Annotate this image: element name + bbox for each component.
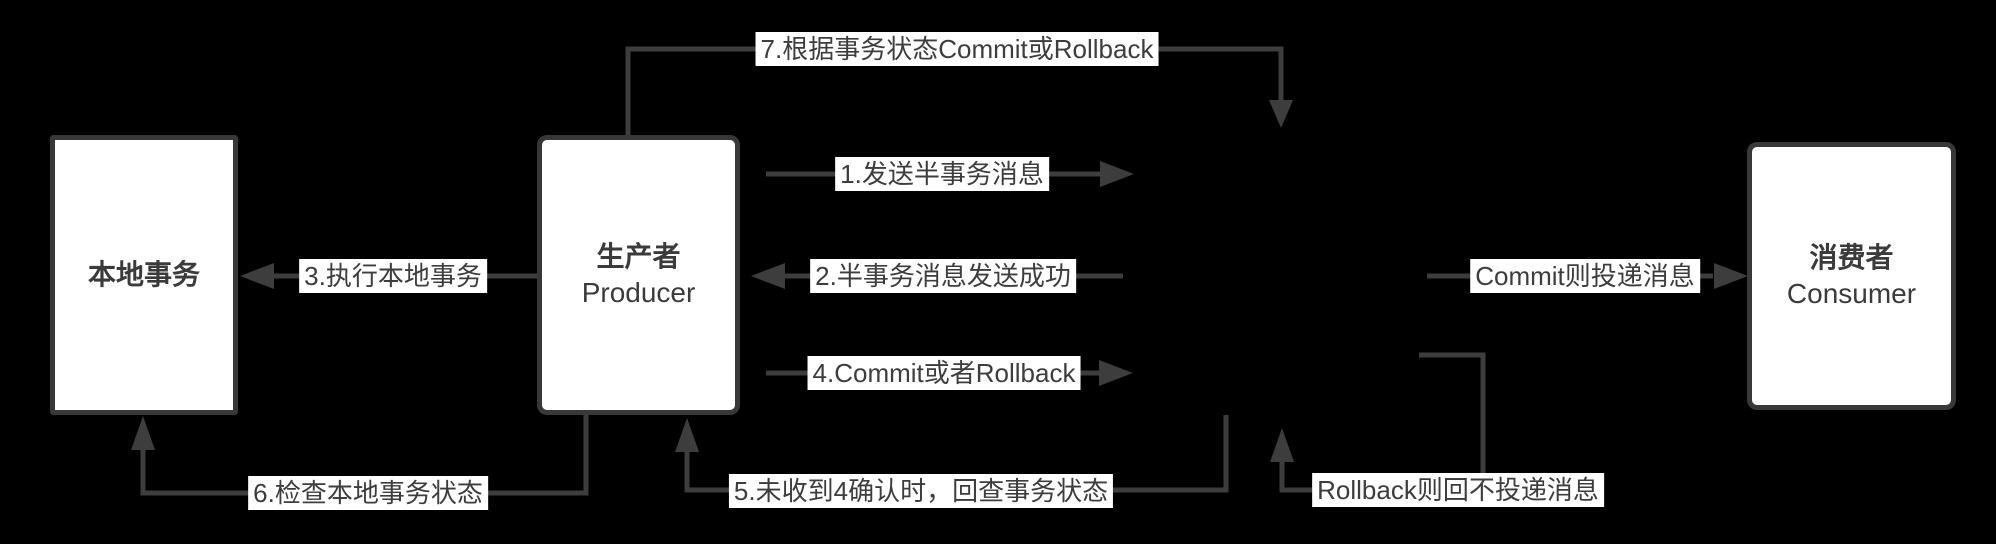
edge-label-step6: 6.检查本地事务状态 [248,476,488,510]
edge-label-commit-deliver: Commit则投递消息 [1470,259,1700,293]
arrow-rollback-head [1270,428,1294,462]
edge-label-rollback-no-deliver: Rollback则回不投递消息 [1312,473,1604,507]
edge-label-step7: 7.根据事务状态Commit或Rollback [755,32,1159,66]
node-producer-subtitle: Producer [581,277,696,308]
node-local-transaction-title: 本地事务 [87,259,200,290]
edge-label-step1: 1.发送半事务消息 [835,157,1049,191]
arrow-step3-head [240,263,274,289]
node-producer-title: 生产者 [596,241,681,272]
edge-label-step3: 3.执行本地事务 [299,259,487,293]
arrow-rollback-line [1279,352,1486,493]
node-consumer-title: 消费者 [1809,242,1894,273]
edge-label-step5: 5.未收到4确认时，回查事务状态 [728,474,1114,508]
arrow-step4-head [1099,360,1133,386]
edge-label-step4: 4.Commit或者Rollback [807,356,1081,390]
node-consumer: 消费者 Consumer [1747,142,1956,410]
arrow-step2-head [751,263,785,289]
node-consumer-subtitle: Consumer [1786,278,1917,309]
arrow-step5-head [675,418,699,452]
arrow-step7-head [1269,100,1293,128]
arrow-commit-head [1714,263,1748,289]
arrow-step1-head [1100,161,1134,187]
arrow-step6-head [131,416,155,450]
node-producer: 生产者 Producer [537,135,740,415]
node-local-transaction: 本地事务 [50,135,238,415]
edge-label-step2: 2.半事务消息发送成功 [810,259,1076,293]
